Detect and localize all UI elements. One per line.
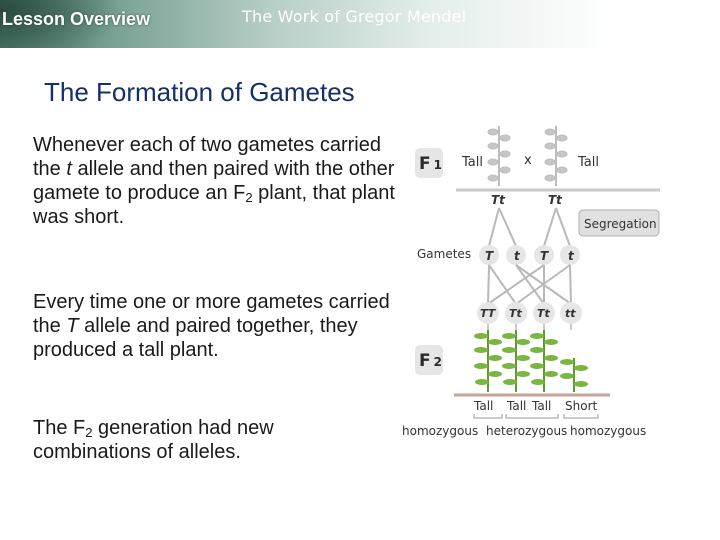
- phenotype-3: Tall: [531, 399, 551, 413]
- offspring-plant-tall-2-icon: [502, 330, 530, 392]
- segregation-lines: [488, 207, 571, 247]
- paragraph-new-combinations: The F2 generation had new combinations o…: [33, 417, 274, 463]
- f2-badge: [415, 345, 443, 375]
- zygosity-heterozygous: heterozygous: [486, 424, 567, 438]
- gamete-4: t: [568, 249, 575, 263]
- parent-right-genotype: Tt: [548, 193, 563, 207]
- cross-symbol: x: [524, 153, 532, 168]
- parent-left-genotype: Tt: [491, 193, 506, 207]
- offspring-plant-tall-1-icon: [474, 330, 502, 392]
- zygosity-homozygous-dominant: homozygous: [402, 424, 478, 438]
- gamete-2: t: [514, 249, 521, 263]
- paragraph-tall-plant: Every time one or more gametes carried t…: [33, 291, 390, 361]
- offspring-plant-tall-3-icon: [530, 330, 558, 392]
- segregation-badge: [578, 209, 660, 237]
- fertilization-lines: [487, 264, 572, 305]
- parent-left-phenotype: Tall: [461, 155, 483, 170]
- offspring-genotype-2: Tt: [509, 307, 523, 320]
- phenotype-2: Tall: [506, 399, 526, 413]
- parent-plant-right-icon: [544, 126, 568, 186]
- gamete-circles: [479, 245, 580, 265]
- offspring-genotype-3: Tt: [537, 307, 551, 320]
- offspring-connectors: [487, 324, 572, 330]
- gamete-1: T: [485, 249, 494, 263]
- f1-badge: [415, 148, 443, 178]
- zygosity-homozygous-recessive: homozygous: [570, 424, 646, 438]
- segregation-label: Segregation: [584, 217, 657, 231]
- offspring-plant-short-icon: [560, 358, 588, 392]
- slide-title: The Formation of Gametes: [44, 77, 355, 107]
- gamete-3: T: [540, 249, 549, 263]
- offspring-genotype-1: TT: [480, 307, 497, 320]
- zygosity-brackets: [473, 414, 599, 419]
- lesson-topic: The Work of Gregor Mendel: [242, 7, 467, 26]
- offspring-genotype-4: tt: [565, 307, 576, 320]
- offspring-circles: [477, 302, 582, 324]
- phenotype-4: Short: [565, 399, 597, 413]
- parent-plant-left-icon: [487, 126, 511, 186]
- lesson-overview-label: Lesson Overview: [2, 9, 151, 29]
- parent-right-phenotype: Tall: [577, 155, 599, 170]
- gametes-label: Gametes: [417, 247, 471, 261]
- phenotype-1: Tall: [473, 399, 493, 413]
- paragraph-short-plant: Whenever each of two gametes carried the…: [33, 134, 395, 228]
- header-banner: Lesson Overview The Work of Gregor Mende…: [0, 0, 720, 48]
